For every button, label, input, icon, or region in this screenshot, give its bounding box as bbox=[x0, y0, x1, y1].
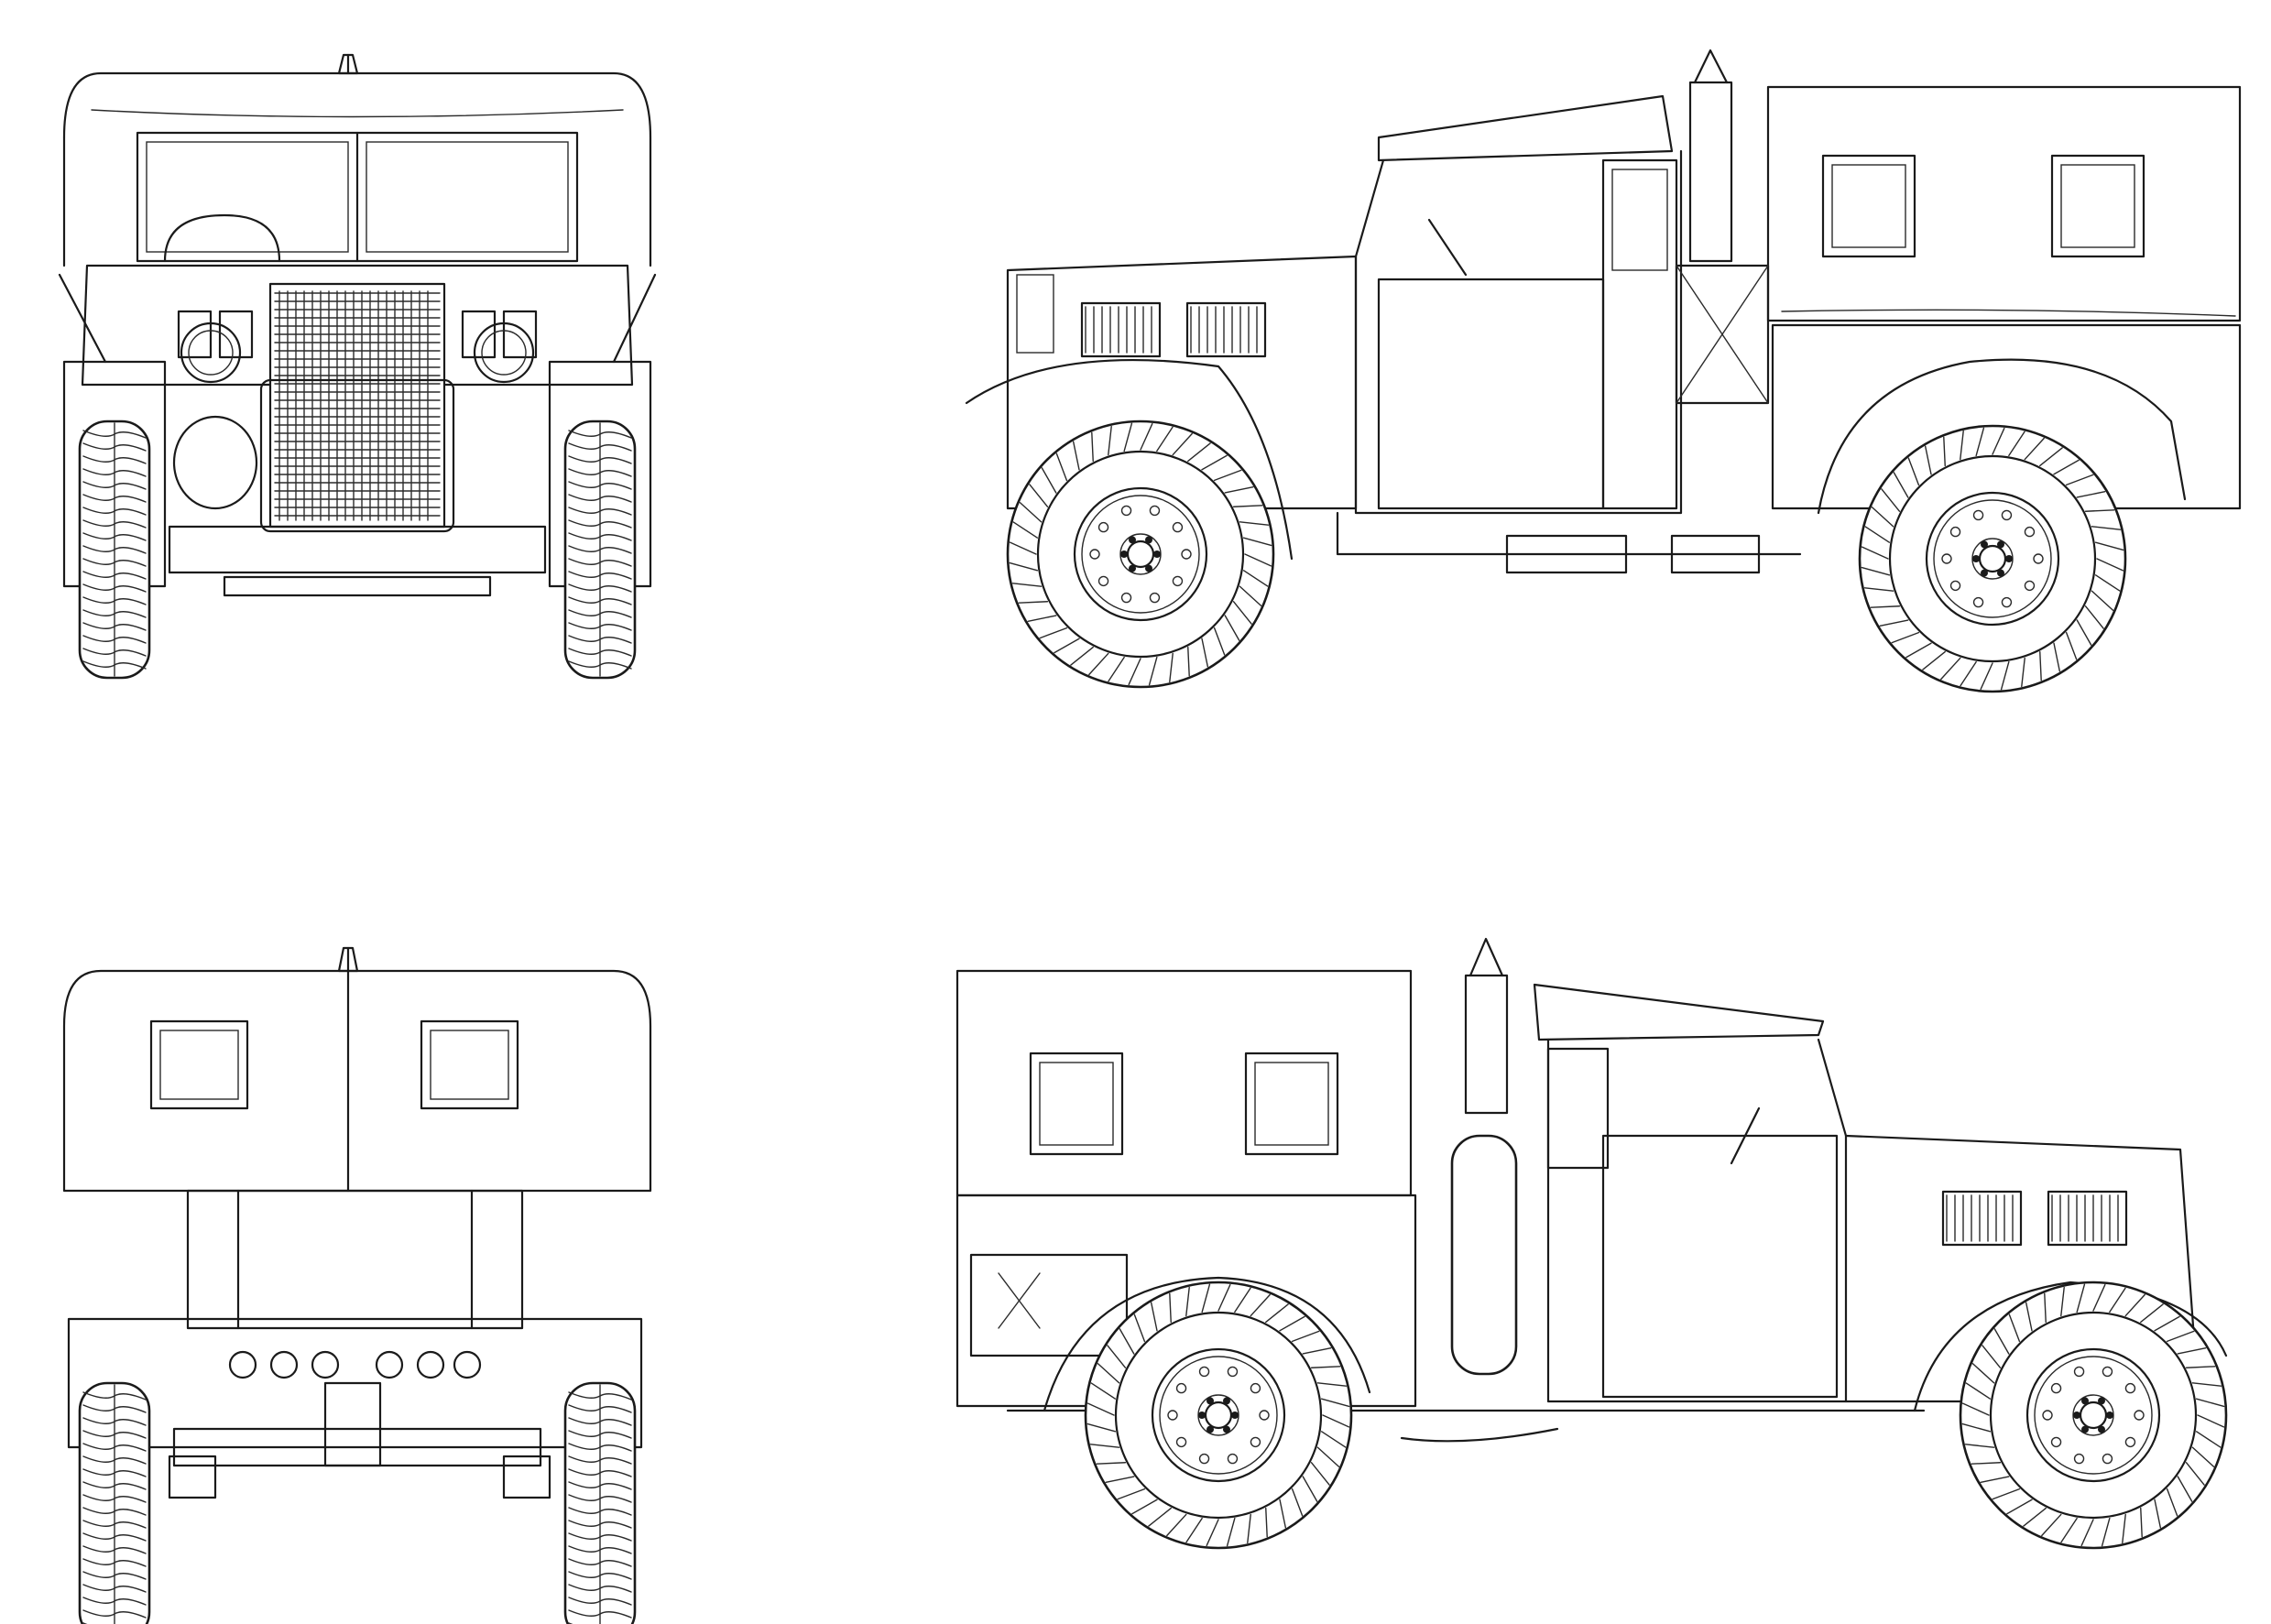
front-left-tyre-tread bbox=[82, 430, 147, 670]
bonnet-louvres bbox=[1941, 1190, 2128, 1247]
rear-right-tyre-tread bbox=[568, 1391, 632, 1624]
rear-left-tyre-tread bbox=[82, 1391, 147, 1624]
front-right-tyre-tread bbox=[568, 430, 632, 670]
grille-mesh bbox=[274, 290, 441, 521]
rear-panel-holes bbox=[228, 1350, 482, 1379]
bonnet-louvres bbox=[1080, 301, 1267, 358]
rear-view bbox=[62, 946, 652, 1624]
side-view-right bbox=[965, 49, 2242, 693]
side-view-left bbox=[955, 937, 2228, 1550]
front-view bbox=[58, 53, 657, 680]
